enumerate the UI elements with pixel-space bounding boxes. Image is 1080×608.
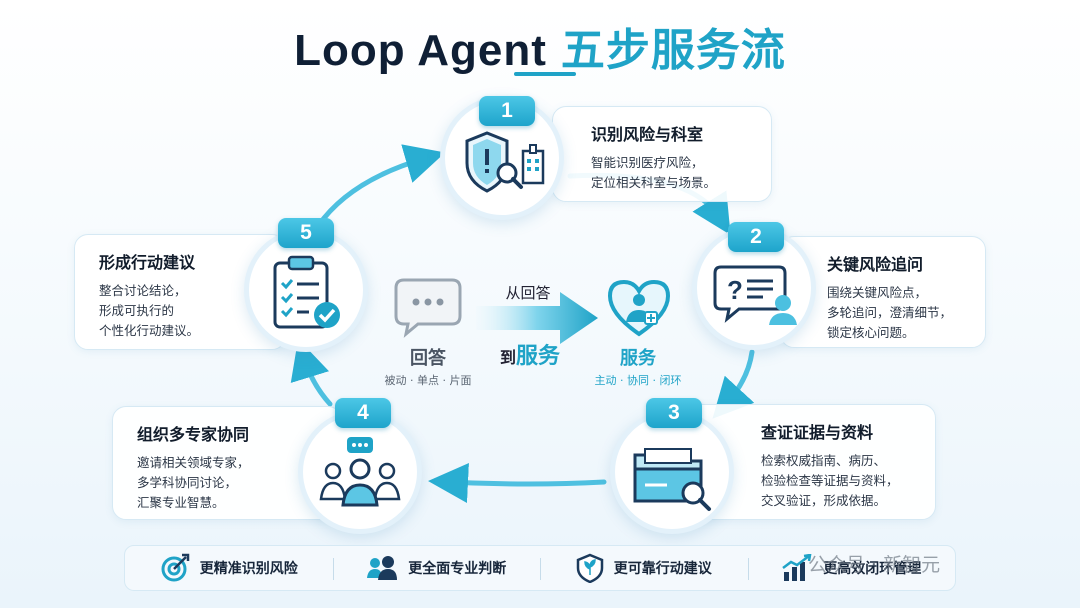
- people-icon: [367, 556, 398, 580]
- step-3-badge: 3: [646, 398, 702, 428]
- arrow-top-text: 从回答: [505, 284, 551, 302]
- arrow-3-to-4: [428, 462, 607, 503]
- step-5-node: [244, 228, 368, 352]
- magnifier-icon: [496, 162, 523, 189]
- benefits-bar: 更精准识别风险 更全面专业判断 更可靠行动建议 更高效闭环管理: [124, 545, 956, 591]
- arrow-2-to-3: [712, 349, 755, 419]
- step-1-card: 识别风险与科室 智能识别医疗风险，定位相关科室与场景。: [552, 106, 772, 202]
- heart-medical-icon: [607, 279, 671, 337]
- step-4-title: 组织多专家协同: [137, 425, 250, 444]
- step-1-title: 识别风险与科室: [591, 125, 704, 144]
- title-underline: [514, 72, 576, 76]
- watermark: 公众号 · 新智元: [808, 554, 941, 576]
- to-sub: 主动 · 协同 · 闭环: [594, 374, 682, 387]
- step-3-title: 查证证据与资料: [761, 423, 874, 442]
- person-icon: [769, 295, 797, 325]
- shield-plant-icon: [576, 553, 603, 583]
- from-label: 回答: [410, 348, 446, 369]
- target-icon: [161, 553, 189, 582]
- benefit-2: 更全面专业判断: [332, 546, 541, 590]
- page-title: Loop Agent 五步服务流: [0, 14, 1080, 78]
- step-3-node: [610, 410, 734, 534]
- arrow-5-to-1: [315, 144, 446, 229]
- from-sub: 被动 · 单点 · 片面: [384, 374, 472, 387]
- chat-bubble-icon: [394, 278, 462, 338]
- center-transform-arrow: [476, 292, 598, 344]
- doctors-team-icon: [319, 437, 401, 507]
- shield-alert-icon: [465, 131, 509, 193]
- step-4-badge: 4: [335, 398, 391, 428]
- title-en: Loop Agent: [294, 26, 547, 75]
- title-zh: 五步服务流: [560, 25, 786, 76]
- benefit-4: 更高效闭环管理: [747, 546, 956, 590]
- arrow-4-to-5: [290, 338, 333, 407]
- arrow-bottom-text: 到服务: [499, 344, 561, 369]
- folder-search-icon: [633, 448, 711, 511]
- to-label: 服务: [620, 348, 656, 369]
- question-bubble-icon: ?: [713, 265, 787, 323]
- step-4-node: [298, 410, 422, 534]
- step-5-badge: 5: [278, 218, 334, 248]
- svg-text:?: ?: [727, 275, 743, 305]
- step-5-title: 形成行动建议: [99, 253, 196, 272]
- step-2-badge: 2: [728, 222, 784, 252]
- step-1-badge: 1: [479, 96, 535, 126]
- hospital-icon: [521, 144, 545, 185]
- growth-chart-icon: [782, 554, 812, 581]
- benefit-3: 更可靠行动建议: [540, 546, 748, 590]
- clipboard-check-icon: [273, 255, 340, 329]
- benefit-1: 更精准识别风险: [125, 546, 333, 590]
- step-5-card: 形成行动建议 整合讨论结论，形成可执行的个性化行动建议。: [74, 234, 286, 350]
- step-2-title: 关键风险追问: [827, 255, 924, 274]
